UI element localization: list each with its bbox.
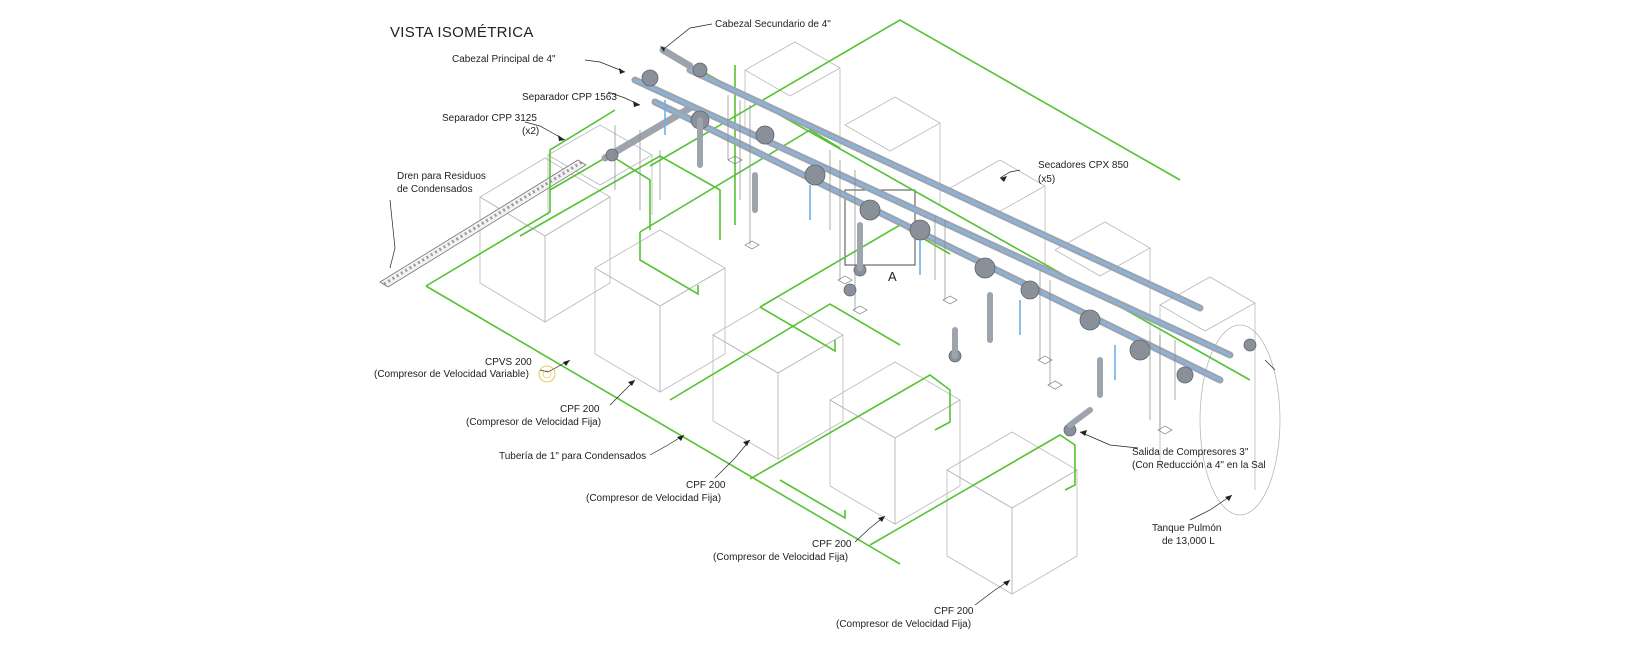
label-salida-compresores: Salida de Compresores 3" bbox=[1132, 447, 1249, 458]
label-cpf-4-desc: (Compresor de Velocidad Fija) bbox=[836, 619, 971, 630]
label-dren-2: de Condensados bbox=[397, 184, 473, 195]
label-cabezal-secundario: Cabezal Secundario de 4" bbox=[715, 19, 831, 30]
cpf-compressor-box-4 bbox=[946, 431, 1078, 595]
label-cpf-3-desc: (Compresor de Velocidad Fija) bbox=[713, 552, 848, 563]
annotations: Cabezal Secundario de 4" Cabezal Princip… bbox=[374, 19, 1266, 630]
label-secadores-qty: (x5) bbox=[1038, 174, 1055, 185]
label-dren: Dren para Residuos bbox=[397, 171, 486, 182]
label-cpf-1: CPF 200 bbox=[560, 404, 600, 415]
stamp-seal bbox=[538, 365, 556, 383]
leader-arrowheads bbox=[558, 46, 1232, 586]
air-header-piping bbox=[601, 46, 1257, 437]
dryer-boxes bbox=[744, 41, 1256, 490]
drawing-title: VISTA ISOMÉTRICA bbox=[390, 24, 534, 41]
label-cpf-3: CPF 200 bbox=[812, 539, 852, 550]
label-cpvs-desc: (Compresor de Velocidad Variable) bbox=[374, 369, 529, 380]
cpf-compressor-box-3 bbox=[829, 361, 961, 525]
label-cpf-2: CPF 200 bbox=[686, 480, 726, 491]
cpf-compressor-box-1 bbox=[594, 229, 726, 393]
equipment-boxes bbox=[479, 41, 1281, 595]
cpf-compressor-box-2 bbox=[712, 296, 844, 460]
label-cpf-4: CPF 200 bbox=[934, 606, 974, 617]
label-separador-3125: Separador CPP 3125 bbox=[442, 113, 537, 124]
label-tanque: Tanque Pulmón bbox=[1152, 523, 1222, 534]
label-cpf-1-desc: (Compresor de Velocidad Fija) bbox=[466, 417, 601, 428]
label-cpvs: CPVS 200 bbox=[485, 357, 532, 368]
tank-outline bbox=[1199, 324, 1281, 516]
label-detail-a: A bbox=[888, 269, 897, 284]
label-separador-3125-qty: (x2) bbox=[522, 126, 539, 137]
label-separador-1563: Separador CPP 1563 bbox=[522, 92, 617, 103]
label-tuberia-condensados: Tubería de 1" para Condensados bbox=[499, 451, 646, 462]
label-salida-compresores-2: (Con Reducción a 4" en la Sal bbox=[1132, 460, 1266, 471]
label-cpf-2-desc: (Compresor de Velocidad Fija) bbox=[586, 493, 721, 504]
label-tanque-capacidad: de 13,000 L bbox=[1162, 536, 1215, 547]
label-cabezal-principal: Cabezal Principal de 4" bbox=[452, 54, 556, 65]
drain-channel bbox=[379, 159, 587, 288]
label-secadores: Secadores CPX 850 bbox=[1038, 160, 1129, 171]
